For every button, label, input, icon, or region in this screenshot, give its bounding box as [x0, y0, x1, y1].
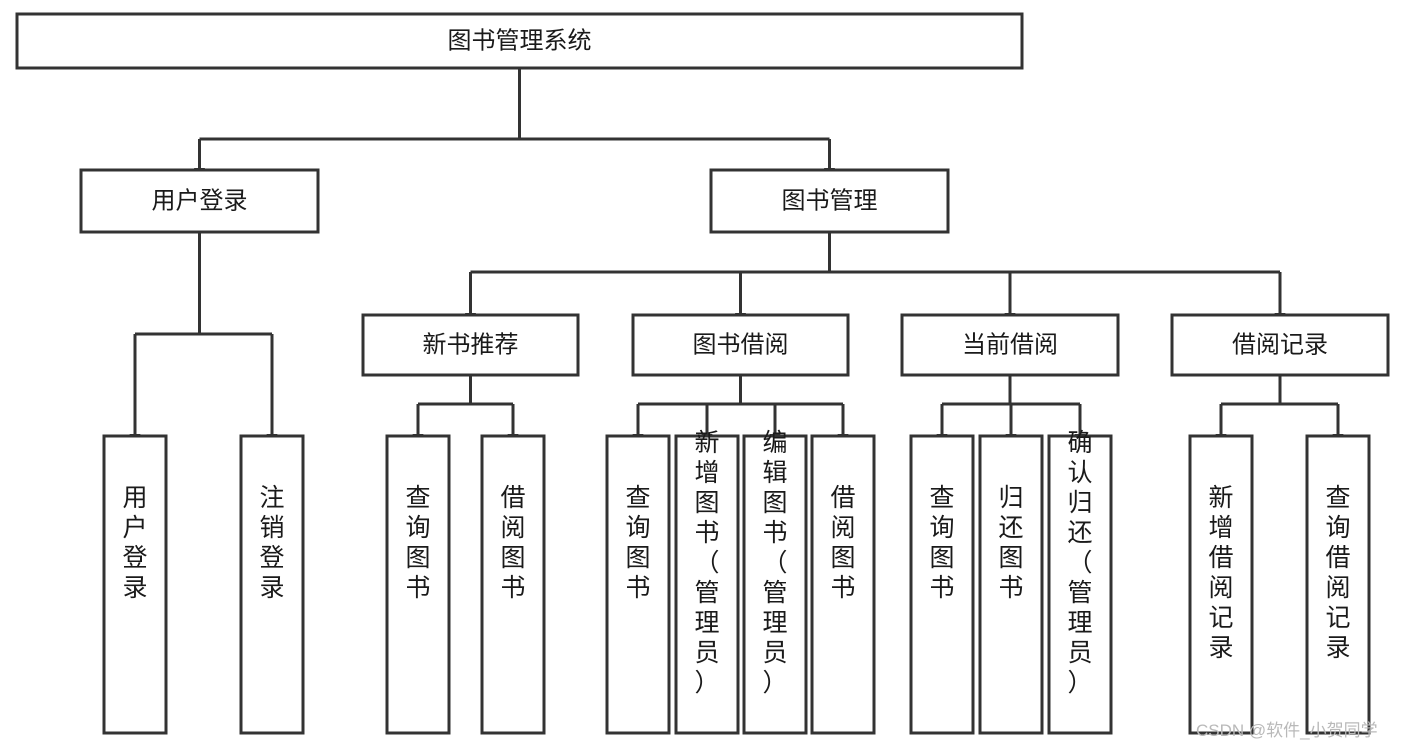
node-leaf-新书推荐-借阅图书[interactable]: [480, 434, 546, 735]
node-leaf-当前借阅-归还图书[interactable]: [978, 434, 1044, 735]
node-leaf-图书借阅-借阅图书[interactable]: [810, 434, 876, 735]
node-label-leaf-当前借阅-查询图书: 查询图书: [929, 484, 954, 602]
csdn-watermark: CSDN @软件_小贺同学: [1196, 721, 1378, 740]
node-label-l3-图书借阅: 图书借阅: [693, 331, 789, 358]
node-label-l2-用户登录: 用户登录: [152, 187, 248, 214]
node-label-leaf-新书推荐-查询图书: 查询图书: [405, 484, 430, 602]
node-label-leaf-借阅记录-查询借阅记录: 查询借阅记录: [1325, 484, 1350, 662]
node-leaf-用户登录-用户登录[interactable]: [102, 434, 168, 735]
node-root-图书管理系统[interactable]: [15, 12, 1024, 70]
node-l2-用户登录[interactable]: [79, 168, 320, 234]
node-label-leaf-借阅记录-新增借阅记录: 新增借阅记录: [1208, 484, 1233, 662]
node-label-leaf-图书借阅-新增图书管理员: 新增图书（管理员）: [694, 429, 719, 697]
node-leaf-新书推荐-查询图书[interactable]: [385, 434, 451, 735]
node-l3-当前借阅[interactable]: [900, 313, 1120, 377]
node-leaf-当前借阅-查询图书[interactable]: [909, 434, 975, 735]
node-leaf-图书借阅-新增图书管理员[interactable]: [674, 434, 740, 735]
node-l3-新书推荐[interactable]: [361, 313, 580, 377]
node-label-leaf-新书推荐-借阅图书: 借阅图书: [500, 484, 525, 602]
node-l3-图书借阅[interactable]: [631, 313, 850, 377]
node-leaf-图书借阅-编辑图书管理员[interactable]: [742, 434, 808, 735]
node-label-l3-当前借阅: 当前借阅: [962, 331, 1058, 358]
node-leaf-当前借阅-确认归还管理员[interactable]: [1047, 434, 1113, 735]
node-label-leaf-用户登录-注销登录: 注销登录: [259, 484, 284, 602]
node-label-l2-图书管理: 图书管理: [782, 187, 878, 214]
node-label-leaf-图书借阅-查询图书: 查询图书: [625, 484, 650, 602]
node-label-l3-借阅记录: 借阅记录: [1232, 331, 1328, 358]
node-leaf-借阅记录-查询借阅记录[interactable]: [1305, 434, 1371, 735]
node-leaf-借阅记录-新增借阅记录[interactable]: [1188, 434, 1254, 735]
node-leaf-用户登录-注销登录[interactable]: [239, 434, 305, 735]
node-label-root: 图书管理系统: [448, 27, 592, 54]
node-label-leaf-图书借阅-借阅图书: 借阅图书: [830, 484, 855, 602]
node-leaf-图书借阅-查询图书[interactable]: [605, 434, 671, 735]
node-l3-借阅记录[interactable]: [1170, 313, 1390, 377]
node-label-leaf-当前借阅-归还图书: 归还图书: [998, 484, 1023, 602]
connector-links: [129, 68, 1344, 444]
node-label-leaf-当前借阅-确认归还管理员: 确认归还（管理员）: [1067, 429, 1092, 697]
node-label-leaf-用户登录-用户登录: 用户登录: [122, 484, 147, 602]
node-boxes: 图书管理系统用户登录图书管理新书推荐图书借阅当前借阅借阅记录用户登录注销登录查询…: [15, 12, 1390, 735]
node-label-l3-新书推荐: 新书推荐: [423, 331, 519, 358]
node-l2-图书管理[interactable]: [709, 168, 950, 234]
node-label-leaf-图书借阅-编辑图书管理员: 编辑图书（管理员）: [762, 429, 787, 697]
